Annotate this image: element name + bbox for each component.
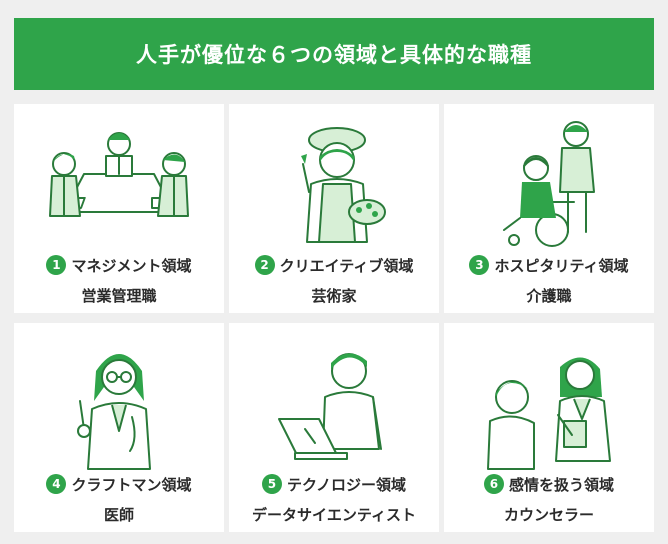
card-hospitality: 3 ホスピタリティ領域 介護職 xyxy=(444,104,654,313)
counseling-illustration xyxy=(487,357,611,470)
number-badge: 5 xyxy=(261,474,282,494)
job-label: データサイエンティスト xyxy=(252,506,416,524)
domain-label: 感情を扱う領域 xyxy=(508,475,614,494)
caption: 4 クラフトマン領域 医師 xyxy=(14,473,224,524)
caregiver-illustration xyxy=(503,121,595,247)
job-label: 介護職 xyxy=(526,287,572,305)
card-technology: 5 テクノロジー領域 データサイエンティスト xyxy=(229,323,439,532)
domain-label: マネジメント領域 xyxy=(71,256,192,275)
domain-label: クリエイティブ領域 xyxy=(279,256,414,275)
caption: 3 ホスピタリティ領域 介護職 xyxy=(444,254,654,305)
card-management: 1 マネジメント領域 営業管理職 xyxy=(14,104,224,313)
domain-label: クラフトマン領域 xyxy=(71,475,192,494)
caption: 6 感情を扱う領域 カウンセラー xyxy=(444,473,654,524)
caption: 5 テクノロジー領域 データサイエンティスト xyxy=(229,473,439,524)
number-badge: 6 xyxy=(483,474,504,494)
number-badge: 1 xyxy=(46,255,67,275)
job-label: 医師 xyxy=(103,506,134,524)
number-badge: 4 xyxy=(46,474,67,494)
job-label: 芸術家 xyxy=(311,287,357,305)
meeting-illustration xyxy=(49,132,189,217)
number-badge: 3 xyxy=(469,255,490,275)
card-creative: 2 クリエイティブ領域 芸術家 xyxy=(229,104,439,313)
page-title: 人手が優位な６つの領域と具体的な職種 xyxy=(136,43,532,67)
job-label: 営業管理職 xyxy=(81,287,157,305)
card-craftsman: 4 クラフトマン領域 医師 xyxy=(14,323,224,532)
doctor-illustration xyxy=(77,354,151,470)
number-badge: 2 xyxy=(254,255,275,275)
caption: 1 マネジメント領域 営業管理職 xyxy=(14,254,224,305)
caption: 2 クリエイティブ領域 芸術家 xyxy=(229,254,439,305)
card-emotion: 6 感情を扱う領域 カウンセラー xyxy=(444,323,654,532)
title-banner: 人手が優位な６つの領域と具体的な職種 xyxy=(14,18,654,90)
domain-label: テクノロジー領域 xyxy=(286,475,407,494)
domain-label: ホスピタリティ領域 xyxy=(494,256,629,275)
job-label: カウンセラー xyxy=(503,506,594,524)
laptop-user-illustration xyxy=(278,353,382,460)
artist-illustration xyxy=(301,127,386,243)
card-grid: 1 マネジメント領域 営業管理職 xyxy=(14,104,654,532)
